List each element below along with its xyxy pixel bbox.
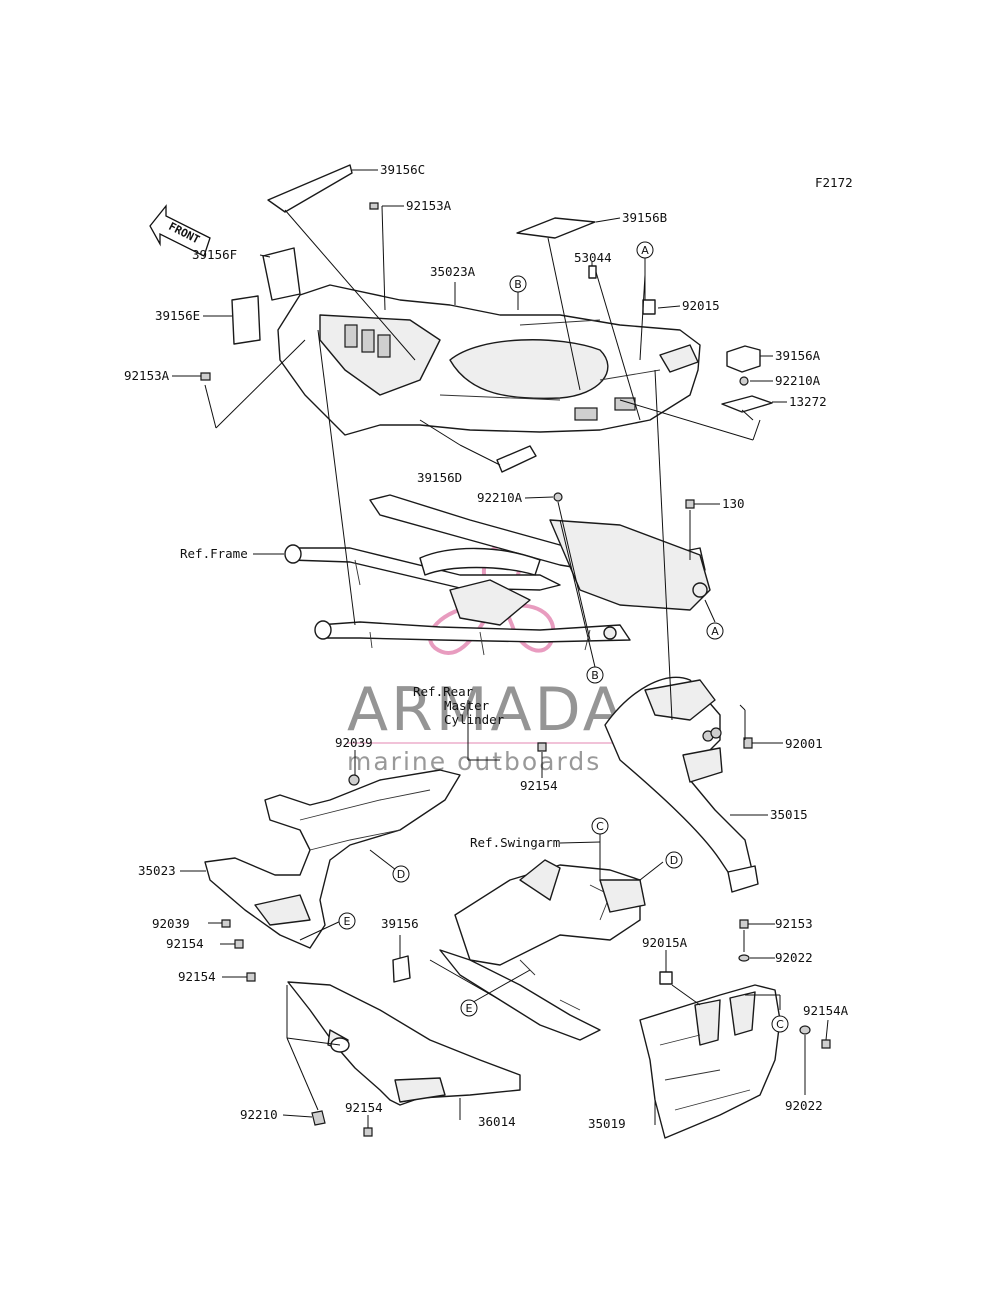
- label-39156: 39156: [381, 916, 419, 931]
- bolt-92154-c: [363, 1127, 373, 1137]
- label-35015: 35015: [770, 807, 808, 822]
- label-39156D: 39156D: [417, 470, 462, 485]
- callout-E-bottom: E: [460, 999, 478, 1017]
- label-92154-c: 92154: [345, 1100, 383, 1115]
- label-92001: 92001: [785, 736, 823, 751]
- callout-A-top: A: [636, 241, 654, 259]
- label-39156E: 39156E: [155, 308, 200, 323]
- label-ref-swingarm: Ref.Swingarm: [470, 835, 560, 850]
- callout-D-right: D: [665, 851, 683, 869]
- watermark-brand: ARMADA: [347, 675, 627, 745]
- label-35019: 35019: [588, 1116, 626, 1131]
- label-13272: 13272: [789, 394, 827, 409]
- rear-hugger-35023: [204, 769, 461, 949]
- callout-D-left: D: [392, 865, 410, 883]
- label-92039-bot: 92039: [152, 916, 190, 931]
- bolt-92154-mid: [537, 742, 547, 752]
- label-ref-rear-3: Cylinder: [444, 712, 505, 727]
- callout-A-mid: A: [706, 622, 724, 640]
- callout-B-mid: B: [586, 666, 604, 684]
- label-92154-b: 92154: [178, 969, 216, 984]
- svg-text:C: C: [596, 820, 604, 833]
- label-92022-bot: 92022: [785, 1098, 823, 1113]
- svg-text:E: E: [466, 1002, 473, 1015]
- label-92153A-left: 92153A: [124, 368, 170, 383]
- plate-13272: [721, 395, 773, 413]
- svg-text:E: E: [344, 915, 351, 928]
- diagram-code: F2172: [815, 175, 853, 190]
- label-36014: 36014: [478, 1114, 516, 1129]
- bolt-92154-b: [246, 972, 256, 982]
- label-39156B: 39156B: [622, 210, 667, 225]
- label-92153A-top: 92153A: [406, 198, 452, 213]
- label-92210A-mid: 92210A: [477, 490, 523, 505]
- collar-92015A: [659, 971, 673, 985]
- pad-39156: [392, 955, 411, 983]
- svg-text:A: A: [641, 244, 649, 257]
- chain-guard-36014: [287, 981, 521, 1106]
- bolt-92154A: [821, 1039, 831, 1049]
- bolt-92153A-top: [369, 202, 379, 210]
- mudflap-35019: [639, 984, 781, 1139]
- label-ref-rear-2: Master: [444, 698, 490, 713]
- label-92015: 92015: [682, 298, 720, 313]
- pad-39156B: [516, 217, 596, 239]
- pad-39156F: [262, 247, 301, 301]
- label-35023: 35023: [138, 863, 176, 878]
- watermark-tagline: marine outboards: [347, 747, 601, 776]
- label-92153: 92153: [775, 916, 813, 931]
- label-92154-a: 92154: [166, 936, 204, 951]
- washer-92022-top: [738, 954, 750, 962]
- label-92039-top: 92039: [335, 735, 373, 750]
- bolt-92153A-left: [200, 372, 211, 381]
- rear-inner-fender-35023A: [277, 284, 701, 436]
- collar-92015: [642, 299, 656, 315]
- clip-53044: [588, 265, 597, 279]
- pad-39156E: [231, 295, 261, 345]
- svg-text:B: B: [591, 669, 599, 682]
- label-53044: 53044: [574, 250, 612, 265]
- svg-text:A: A: [711, 625, 719, 638]
- callout-C-top: C: [591, 817, 609, 835]
- label-92022-top: 92022: [775, 950, 813, 965]
- damper-39156A: [726, 345, 761, 373]
- label-92154-mid: 92154: [520, 778, 558, 793]
- nut-92210A-mid: [553, 492, 563, 502]
- label-35023A: 35023A: [430, 264, 476, 279]
- pad-39156D: [496, 445, 537, 473]
- callout-C-bottom: C: [771, 1015, 789, 1033]
- bolt-92001: [743, 737, 753, 749]
- bolt-92154-a: [234, 939, 244, 949]
- label-39156A: 39156A: [775, 348, 821, 363]
- label-92210A-right: 92210A: [775, 373, 821, 388]
- rear-fender-35015: [604, 676, 759, 893]
- svg-text:D: D: [670, 854, 678, 867]
- swingarm-reference: [439, 859, 646, 1041]
- label-39156F: 39156F: [192, 247, 237, 262]
- svg-text:B: B: [514, 278, 522, 291]
- nut-92210A: [739, 376, 749, 386]
- label-92210: 92210: [240, 1107, 278, 1122]
- washer-92022-bot: [799, 1025, 811, 1035]
- part-labels: 39156C 92153A 39156B 53044 35023A 92015 …: [124, 162, 849, 1131]
- leader-lines: [172, 169, 829, 1128]
- pad-39156C: [267, 164, 353, 213]
- label-92015A: 92015A: [642, 935, 688, 950]
- svg-text:D: D: [397, 868, 405, 881]
- nut-92210: [311, 1110, 326, 1126]
- callout-E-left: E: [338, 912, 356, 930]
- label-130: 130: [722, 496, 745, 511]
- label-ref-frame: Ref.Frame: [180, 546, 248, 561]
- label-39156C: 39156C: [380, 162, 425, 177]
- bolt-92153: [739, 919, 749, 929]
- clip-92039-top: [348, 774, 360, 786]
- label-ref-rear-1: Ref.Rear: [413, 684, 474, 699]
- rear-frame-reference: [284, 494, 711, 656]
- clip-92039-bot: [221, 919, 231, 928]
- bolt-130: [685, 499, 695, 509]
- callout-B-top: B: [509, 275, 527, 293]
- svg-text:C: C: [776, 1018, 784, 1031]
- label-92154A: 92154A: [803, 1003, 849, 1018]
